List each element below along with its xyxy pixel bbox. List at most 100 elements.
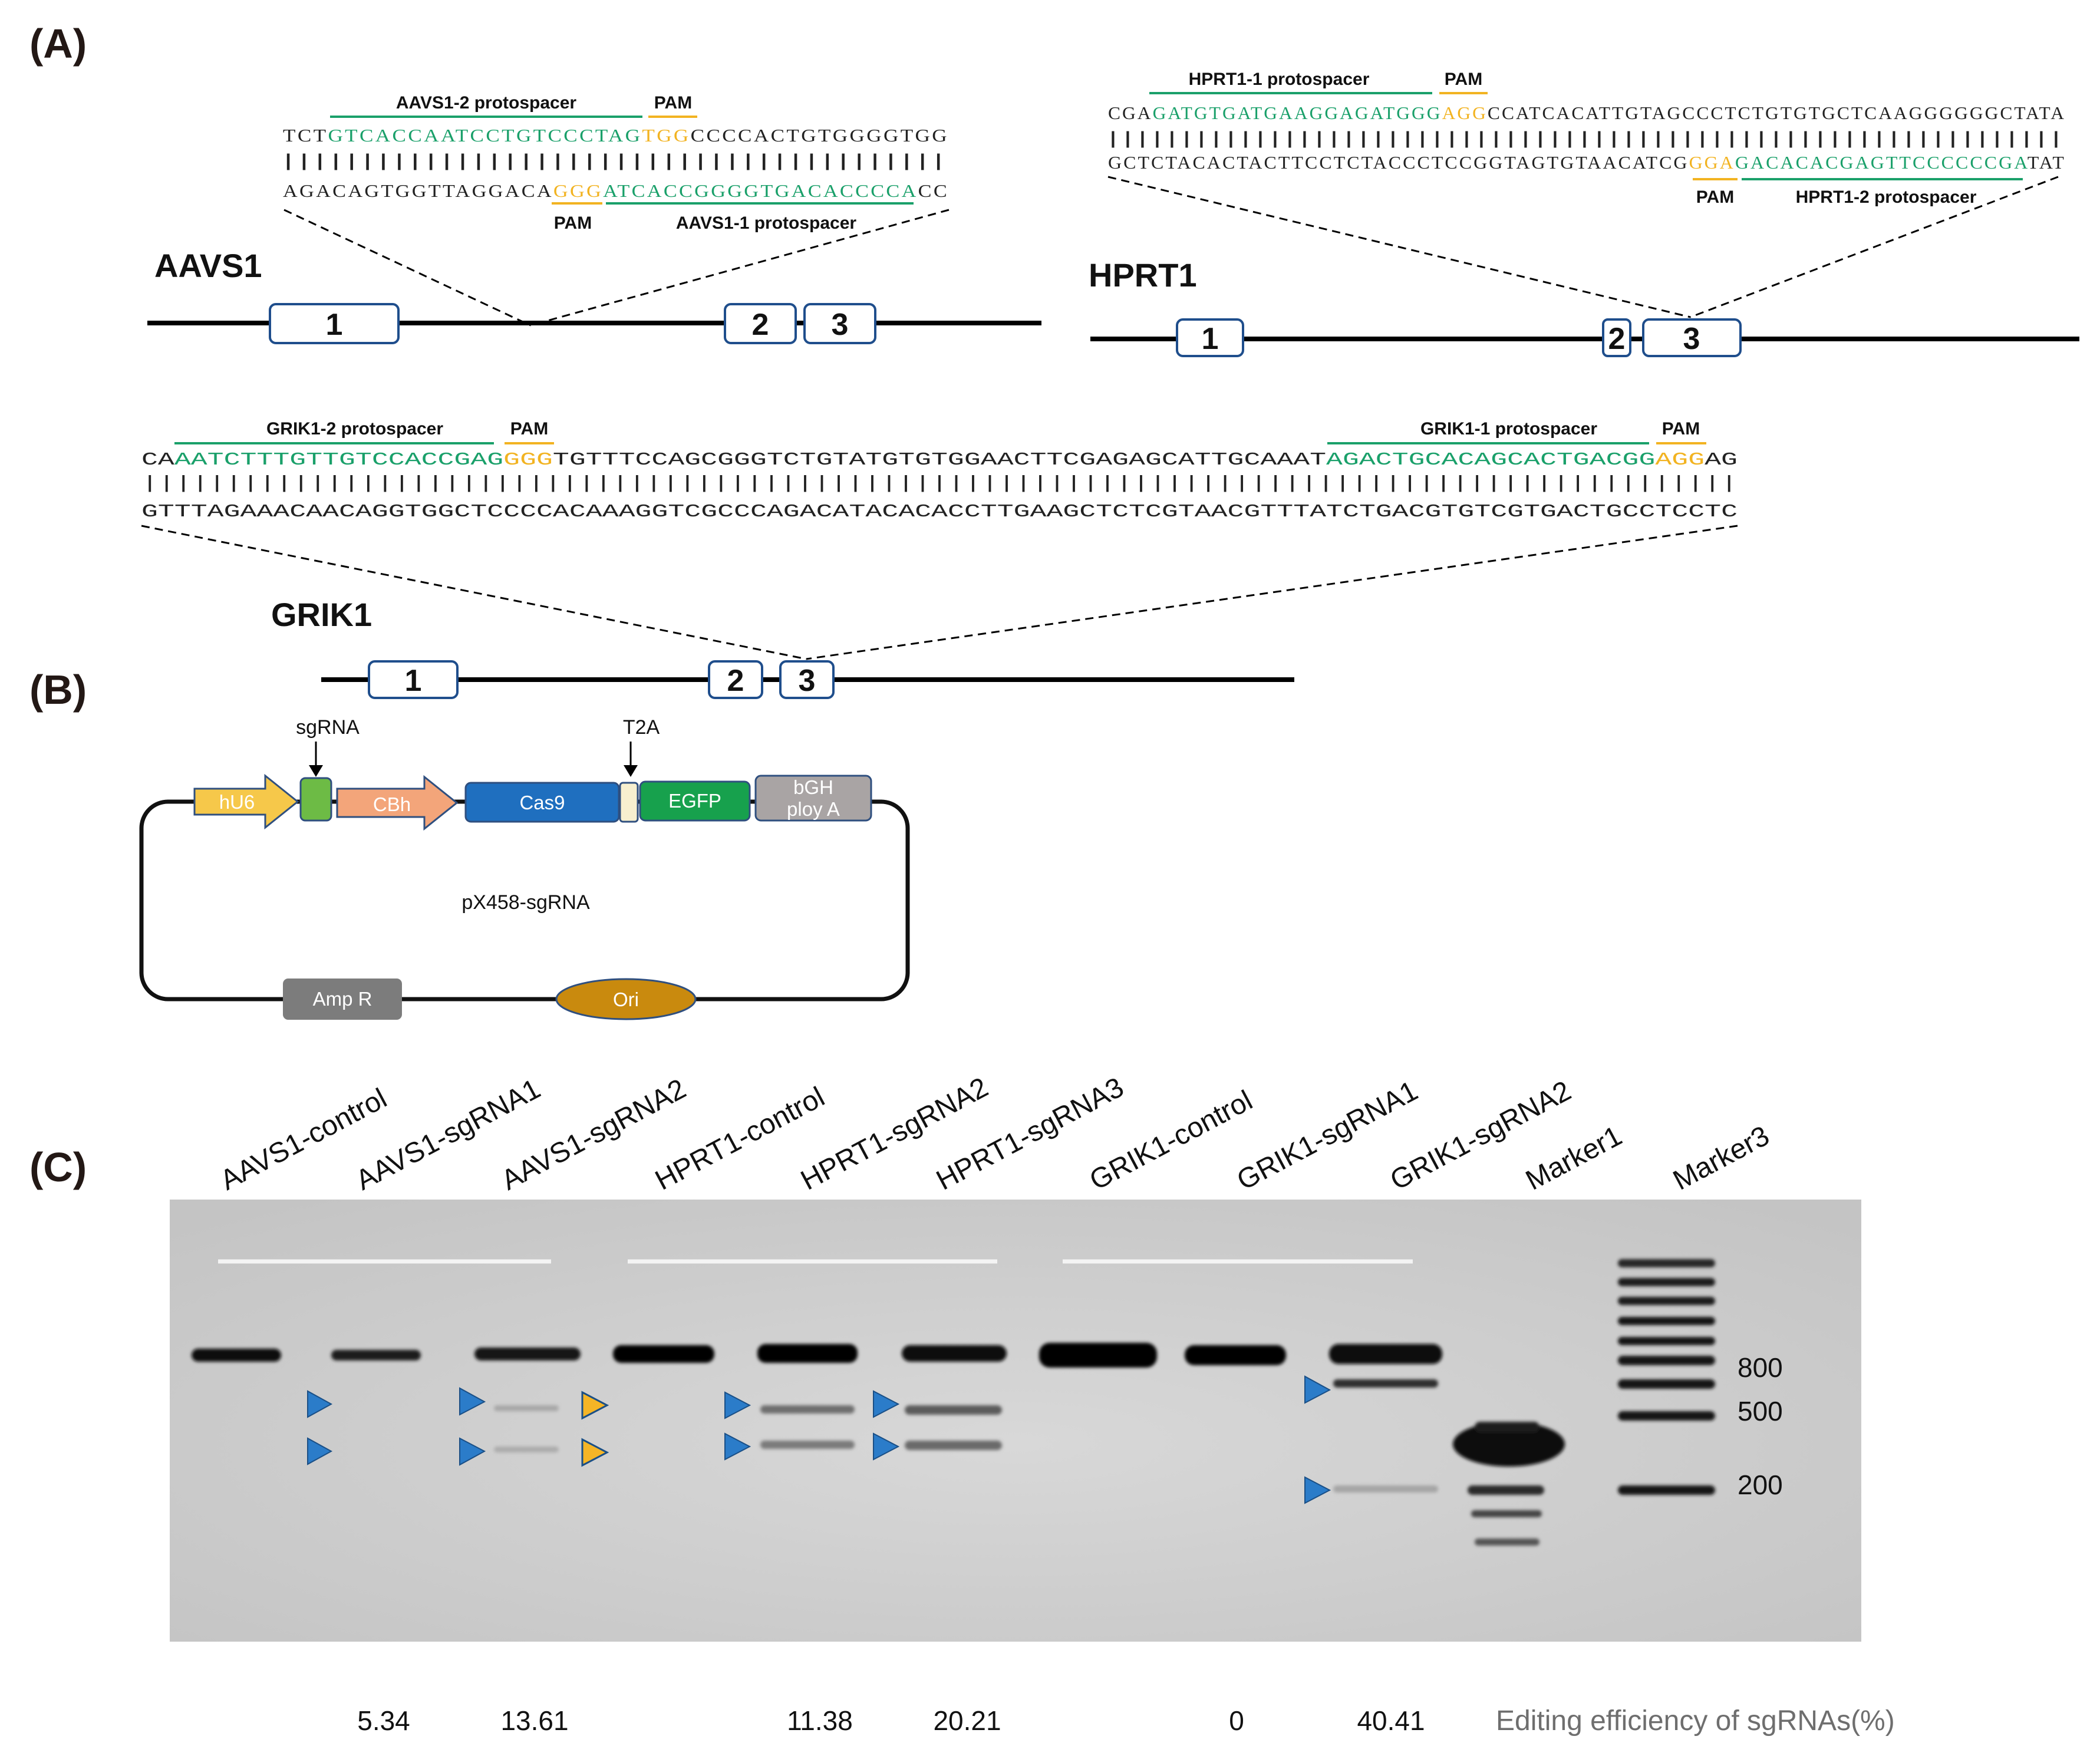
band-hprt1-control <box>613 1345 714 1363</box>
marker1-main-band <box>1453 1422 1565 1467</box>
size-label-200: 200 <box>1738 1470 1783 1500</box>
aavs1-base-pairs: ||||||||||||||||||||||||||||||||||||||||… <box>283 150 949 170</box>
marker1-band <box>1468 1485 1544 1495</box>
egfp-block <box>639 780 751 822</box>
hprt1-1-protospacer-label: HPRT1-1 protospacer <box>1189 70 1370 89</box>
band-aavs1-sgrna1 <box>331 1350 421 1360</box>
panel-label-c: (C) <box>29 1144 87 1190</box>
hprt1-exon-3: 3 <box>1683 322 1700 356</box>
panel-label-b: (B) <box>29 667 87 713</box>
band-hprt1-sgrna3 <box>902 1345 1007 1362</box>
aavs1-exon-1: 1 <box>326 308 343 342</box>
sgrna-label: sgRNA <box>296 716 360 739</box>
cas9-block <box>464 782 620 823</box>
aavs1-gene-diagram: AAVS1 1 2 3 <box>147 247 1041 344</box>
band-aavs1-sgrna2 <box>474 1348 581 1360</box>
gel-lane-labels: AAVS1-control AAVS1-sgRNA1 AAVS1-sgRNA2 … <box>215 1072 1774 1197</box>
cleavage-arrow-icon <box>873 1390 900 1418</box>
hprt1-2-protospacer-label: HPRT1-2 protospacer <box>1796 187 1977 207</box>
band-hprt1-sgrna2-cut-lower <box>760 1441 855 1449</box>
efficiency-hprt1-sgrna2: 11.38 <box>787 1705 853 1736</box>
size-label-500: 500 <box>1738 1396 1783 1426</box>
cleavage-arrow-icon <box>459 1387 486 1416</box>
cleavage-arrow-yellow-icon <box>581 1438 609 1467</box>
marker3-band <box>1618 1356 1715 1365</box>
grik1-1-pam-label: PAM <box>1662 419 1700 439</box>
band-hprt1-sgrna3-cut-upper <box>905 1405 1002 1415</box>
grik1-gene-name: GRIK1 <box>271 596 372 633</box>
t2a-label: T2A <box>623 716 660 739</box>
grik1-exon-1: 1 <box>405 664 422 698</box>
band-grik1-sgrna2 <box>1329 1344 1442 1364</box>
hprt1-top-pam-label: PAM <box>1445 70 1482 89</box>
aavs1-exon-3: 3 <box>832 308 849 342</box>
marker3-band <box>1618 1337 1715 1345</box>
bgh-label-line-1: bGH <box>793 776 833 798</box>
aavs1-gene-name: AAVS1 <box>154 247 262 284</box>
grik1-2-protospacer-label: GRIK1-2 protospacer <box>266 419 443 439</box>
band-hprt1-sgrna2-cut-upper <box>760 1405 855 1414</box>
grik1-exon-2: 2 <box>727 664 744 698</box>
efficiency-grik1-sgrna1: 0 <box>1229 1705 1244 1736</box>
band-grik1-sgrna2-cut-lower <box>1333 1485 1438 1493</box>
marker3-band-500 <box>1618 1411 1715 1421</box>
ori-block <box>555 978 697 1020</box>
aavs1-exon-2: 2 <box>752 308 769 342</box>
band-grik1-control <box>1039 1343 1157 1368</box>
cleavage-arrow-yellow-icon <box>581 1391 609 1420</box>
t2a-block <box>619 782 639 823</box>
hprt1-gene-name: HPRT1 <box>1089 256 1197 294</box>
grik1-base-pairs: ||||||||||||||||||||||||||||||||||||||||… <box>141 473 1738 494</box>
efficiency-caption: Editing efficiency of sgRNAs(%) <box>1496 1705 1895 1737</box>
hprt1-base-pairs: ||||||||||||||||||||||||||||||||||||||||… <box>1108 127 2066 148</box>
hu6-promoter <box>193 773 299 830</box>
aavs1-top-pam-label: PAM <box>654 93 692 113</box>
size-label-800: 800 <box>1738 1352 1783 1383</box>
band-grik1-sgrna1 <box>1185 1345 1286 1365</box>
marker3-band <box>1618 1297 1715 1305</box>
band-grik1-sgrna2-cut-upper <box>1333 1379 1438 1388</box>
ori-label: Ori <box>613 989 639 1010</box>
cbh-promoter <box>336 775 459 831</box>
efficiency-hprt1-sgrna3: 20.21 <box>933 1705 1001 1736</box>
efficiency-grik1-sgrna2: 40.41 <box>1357 1705 1425 1736</box>
band-aavs1-control <box>192 1349 281 1362</box>
egfp-label: EGFP <box>668 790 721 812</box>
hprt1-sequence-block: HPRT1-1 protospacer PAM CGAGATGTGATGAAGG… <box>1107 70 2066 318</box>
aavs1-2-protospacer-label: AAVS1-2 protospacer <box>396 93 577 113</box>
band-hprt1-sgrna2 <box>757 1344 858 1363</box>
ampr-label: Amp R <box>313 988 372 1010</box>
efficiency-aavs1-sgrna1: 5.34 <box>357 1705 410 1736</box>
cbh-label: CBh <box>373 793 411 815</box>
editing-efficiency-row: 5.34 13.61 11.38 20.21 0 40.41 Editing e… <box>357 1705 1894 1737</box>
grik1-1-protospacer-label: GRIK1-1 protospacer <box>1420 419 1597 439</box>
hprt1-bottom-pam-label: PAM <box>1696 187 1734 207</box>
marker1-band <box>1471 1510 1542 1517</box>
aavs1-bottom-pam-label: PAM <box>554 213 592 233</box>
marker3-band-800 <box>1618 1379 1715 1389</box>
lane-label-marker1: Marker1 <box>1521 1120 1627 1196</box>
marker3-band <box>1618 1317 1715 1325</box>
sgrna-block <box>299 777 332 822</box>
cleavage-arrow-icon <box>1304 1476 1331 1504</box>
grik1-exon-3: 3 <box>799 664 816 698</box>
cleavage-arrow-icon <box>1304 1375 1331 1404</box>
grik1-2-pam-label: PAM <box>510 419 548 439</box>
hprt1-exon-1: 1 <box>1202 322 1219 356</box>
panel-label-a: (A) <box>29 21 87 67</box>
grik1-gene-diagram: GRIK1 1 2 3 <box>271 596 1294 699</box>
ampr-block <box>283 979 402 1020</box>
marker3-band <box>1618 1259 1715 1267</box>
plasmid-map: hU6 CBh Cas9 EGFP bGH ploy A sgRNA T2A p… <box>139 716 910 1020</box>
aavs1-1-protospacer-label: AAVS1-1 protospacer <box>676 213 857 233</box>
cleavage-arrow-icon <box>724 1391 751 1419</box>
cleavage-arrow-icon <box>307 1390 333 1418</box>
grik1-bottom-strand: GTTTAGAAACAACAGGTGGCTCCCCACAAAGGTCGCCCAG… <box>141 502 1738 522</box>
hprt1-exon-2: 2 <box>1608 322 1626 356</box>
cleavage-arrow-icon <box>307 1437 333 1465</box>
